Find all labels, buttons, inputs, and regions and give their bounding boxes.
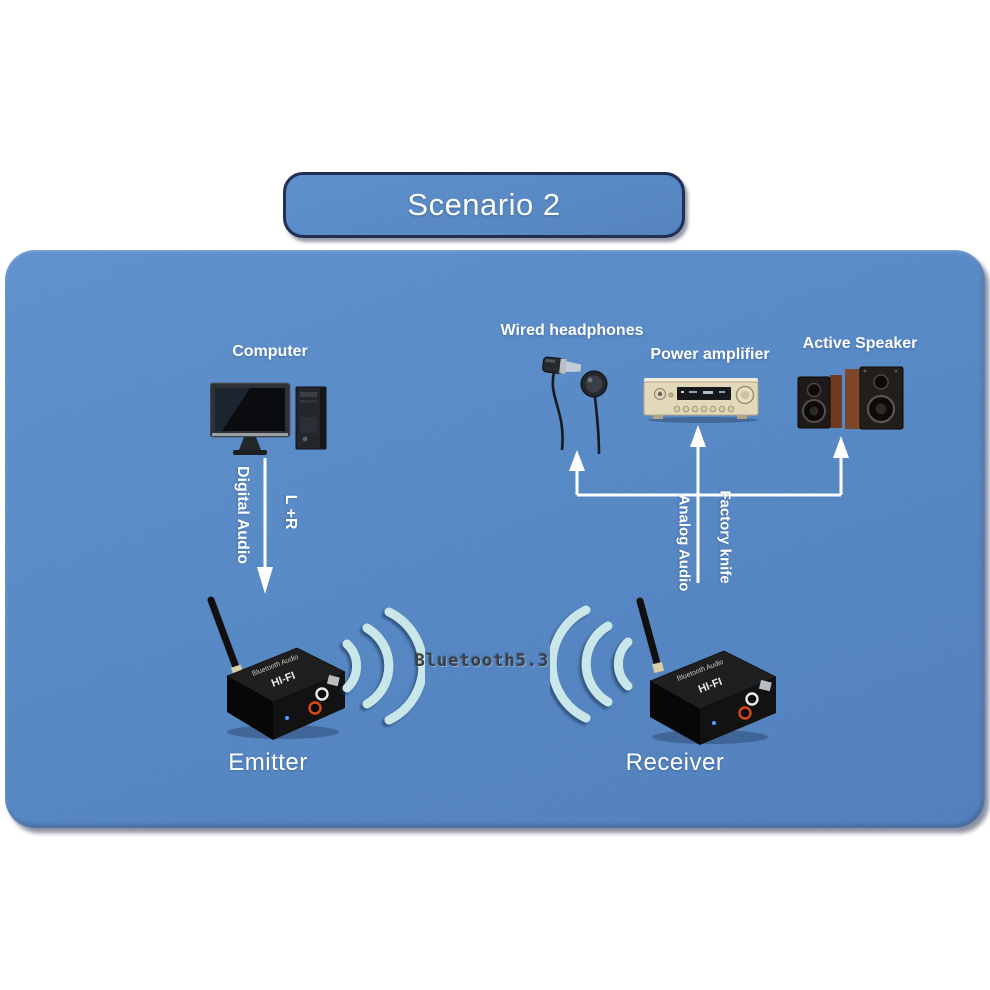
speakers-icon: [797, 366, 904, 430]
active-speaker-label: Active Speaker: [802, 335, 918, 352]
bluetooth-version-label: Bluetooth5.3: [414, 651, 550, 671]
factory-knife-label: Factory knife: [716, 490, 734, 584]
desktop-computer-icon: [210, 382, 327, 455]
analog-audio-label: Analog Audio: [675, 494, 693, 592]
title-banner: Scenario 2: [283, 172, 685, 238]
power-amplifier-label: Power amplifier: [650, 346, 770, 363]
page-title: Scenario 2: [407, 187, 561, 222]
signal-waves-right-icon: [550, 605, 633, 723]
signal-waves-left-icon: [342, 607, 425, 725]
bluetooth-receiver-icon: Bluetooth Audio HI-FI: [636, 597, 777, 745]
emitter-label: Emitter: [228, 749, 308, 776]
lr-channels-label: L +R: [282, 494, 299, 530]
receiver-label: Receiver: [625, 749, 725, 776]
arrow-down-icon: [257, 458, 273, 594]
computer-label: Computer: [232, 343, 308, 360]
branch-arrows-up-icon: [569, 425, 849, 583]
amplifier-icon: [643, 378, 759, 423]
bluetooth-transmitter-icon: Bluetooth Audio HI-FI: [207, 596, 346, 740]
digital-audio-label: Digital Audio: [234, 465, 251, 565]
earbuds-icon: [542, 356, 608, 455]
wired-headphones-label: Wired headphones: [500, 322, 644, 339]
diagram-panel: Computer Digital Audio L +R: [5, 250, 985, 828]
